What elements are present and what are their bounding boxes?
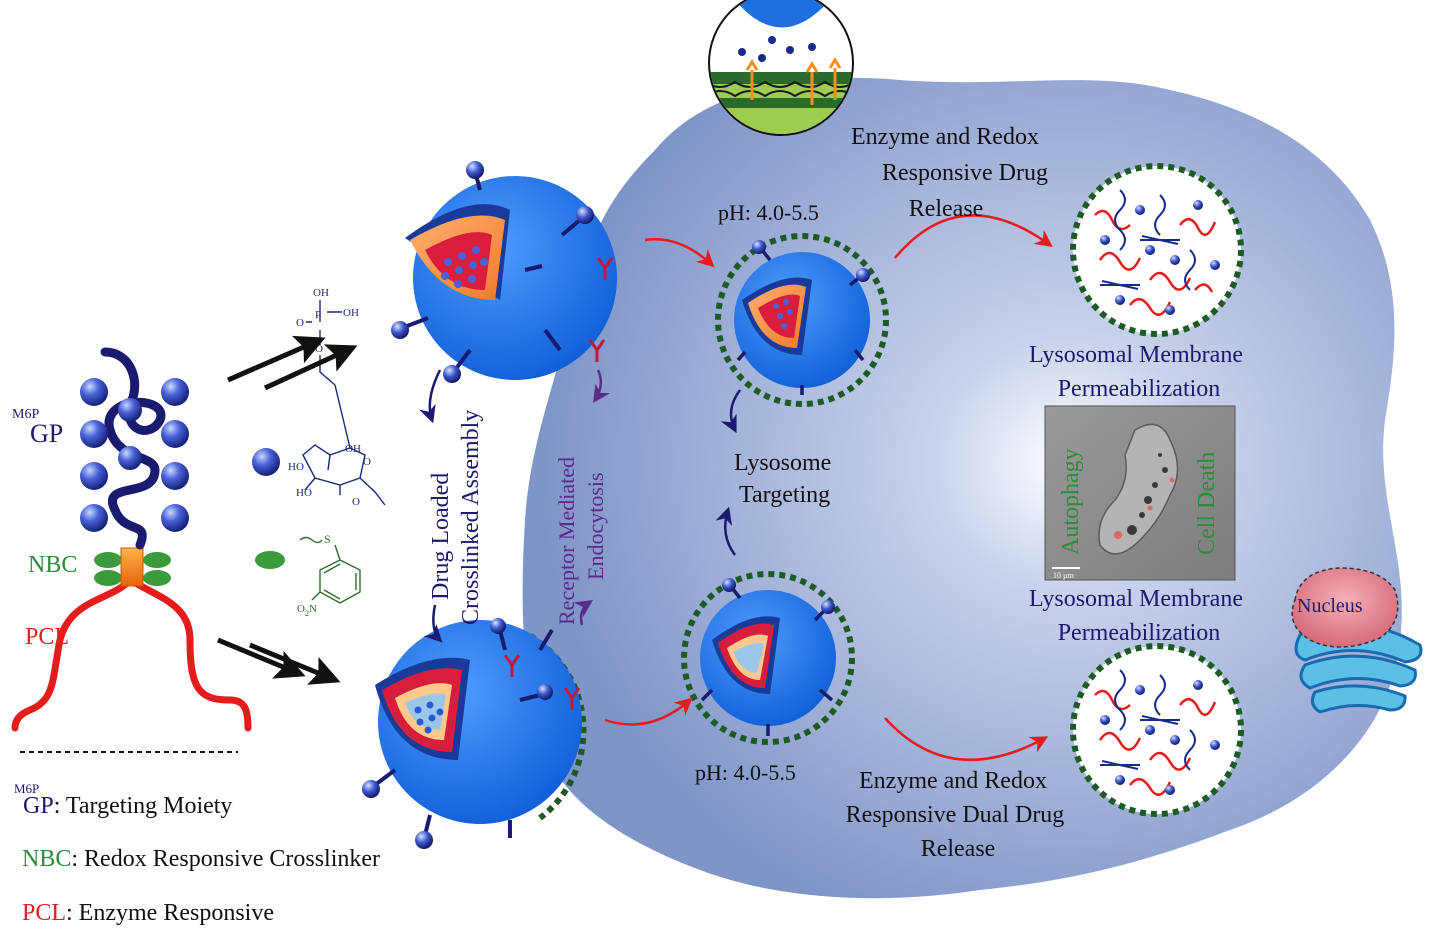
nbc-linker <box>120 547 144 587</box>
legend-nbc-entry: NBC: Redox Responsive Crosslinker <box>22 846 380 872</box>
scale-bar-label: 10 µm <box>1053 571 1075 580</box>
autophagy-label: Autophagy <box>1058 448 1084 555</box>
nbc-label: NBC <box>28 552 77 578</box>
chem-text: OH <box>343 307 359 319</box>
release-top-label: Enzyme and Redox Responsive Drug Release <box>851 124 1054 222</box>
pcl-label: PCL <box>25 624 69 650</box>
legend-gp-entry: GP: Targeting Moiety <box>23 793 232 819</box>
chem-text: S <box>324 532 331 546</box>
chem-text: P <box>315 309 321 321</box>
chem-text: O <box>296 317 304 329</box>
receptor-mediated-label: Receptor Mediated <box>554 457 579 625</box>
cell-death-label: Cell Death <box>1194 452 1220 555</box>
legend-pcl-entry: PCL: Enzyme Responsive <box>22 900 274 926</box>
lysosome-targeting-label: Lysosome <box>734 450 831 476</box>
m6p-superscript: M6P <box>12 407 39 422</box>
legend: M6P GP: Targeting Moiety NBC: Redox Resp… <box>14 781 380 926</box>
nucleus <box>1291 567 1423 714</box>
release-bottom-label: Enzyme and Redox Responsive Dual Drug Re… <box>846 768 1071 862</box>
lysosome-top <box>715 233 889 407</box>
chem-text: HO <box>296 487 312 499</box>
endocytosis-label: Endocytosis <box>583 472 608 580</box>
lysosome-targeting-label-2: Targeting <box>739 482 830 508</box>
nucleus-label: Nucleus <box>1297 595 1363 617</box>
nitrobenzyl-structure <box>299 536 361 604</box>
chem-text: O <box>315 343 323 355</box>
cell-micrograph <box>1044 405 1236 581</box>
gp-label: GP <box>30 419 63 448</box>
lmp-top-label: Lysosomal Membrane Permeabilization <box>1029 342 1249 402</box>
assembly-arrows <box>217 335 358 685</box>
chem-text: O <box>352 496 360 508</box>
chem-text: OH <box>313 287 329 299</box>
drug-loaded-label: Drug Loaded <box>428 473 454 600</box>
lysosome-bottom <box>681 571 855 745</box>
pcl-chain <box>130 578 252 732</box>
m6p-bead-icon <box>252 448 280 476</box>
lmp-bottom-label: Lysosomal Membrane Permeabilization <box>1029 586 1249 646</box>
chem-text: O <box>363 456 371 468</box>
mannose-6-phosphate-structure <box>302 300 386 506</box>
chem-text: OH <box>345 443 361 455</box>
crosslinked-assembly-label: Crosslinked Assembly <box>458 410 484 625</box>
m6p-beads <box>80 378 189 532</box>
legend-gp-sup: M6P <box>14 781 39 796</box>
ph-bottom-label: pH: 4.0-5.5 <box>695 760 796 785</box>
chem-text: HO <box>288 461 304 473</box>
nanoparticle-dual-drug <box>362 618 587 849</box>
chem-text: O2N <box>297 603 317 618</box>
nbc-green-icon <box>255 551 285 569</box>
lysosome-release-bottom <box>1070 643 1244 817</box>
pcl-chain <box>11 578 132 732</box>
lysosome-release-top <box>1070 163 1244 337</box>
ph-top-label: pH: 4.0-5.5 <box>718 200 819 225</box>
nanoparticle-drug-loaded <box>391 161 617 383</box>
flow-arrows <box>419 214 1053 762</box>
polymer-structure <box>11 347 252 753</box>
